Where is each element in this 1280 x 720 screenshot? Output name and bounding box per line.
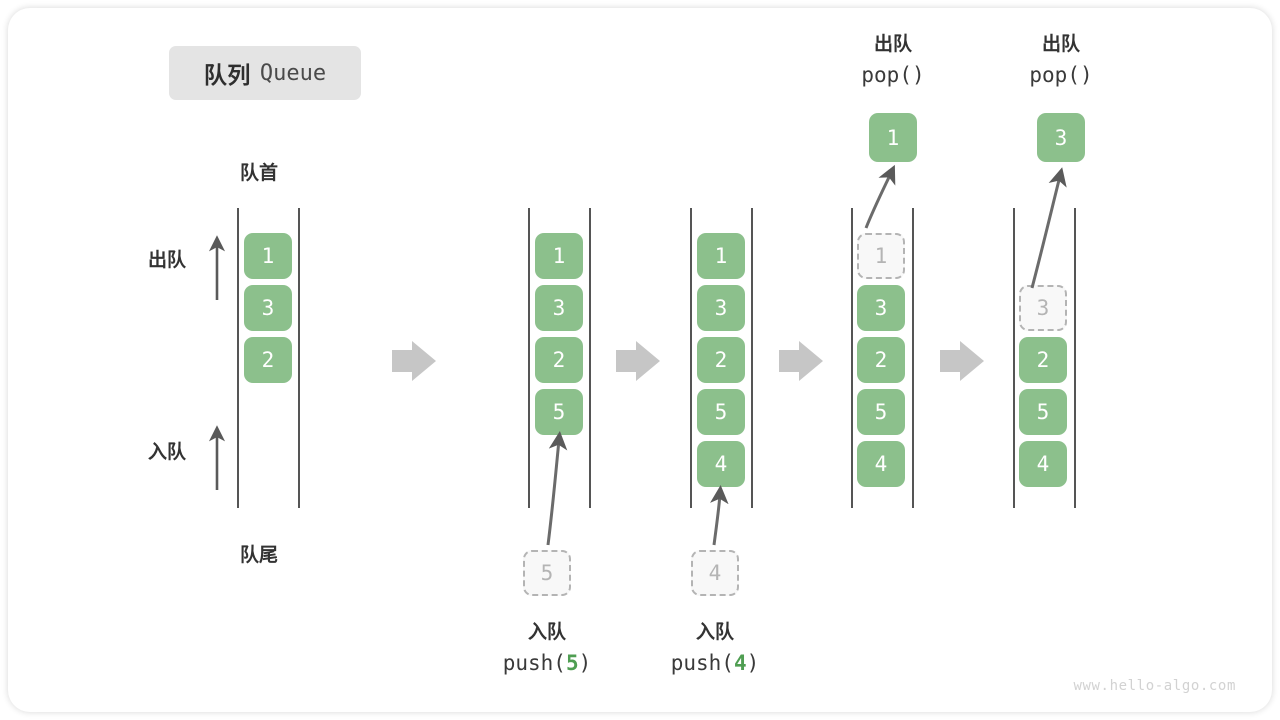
queue-box: 3 — [244, 285, 292, 331]
watermark: www.hello-algo.com — [1073, 678, 1236, 694]
ghost-box-pop: 1 — [857, 233, 905, 279]
rail-left-col4 — [851, 208, 853, 508]
pop-caption-code: pop() — [1029, 63, 1093, 87]
queue-box: 2 — [697, 337, 745, 383]
dequeue-side-label: 出队 — [148, 250, 187, 271]
queue-box: 5 — [535, 389, 583, 435]
popped-box: 1 — [869, 113, 917, 162]
queue-box: 5 — [1019, 389, 1067, 435]
queue-box: 3 — [857, 285, 905, 331]
queue-box: 3 — [697, 285, 745, 331]
queue-box: 1 — [244, 233, 292, 279]
rail-right-col3 — [751, 208, 753, 508]
ghost-box-push: 4 — [691, 550, 739, 596]
step-arrow-3 — [779, 341, 823, 381]
queue-box: 1 — [535, 233, 583, 279]
rail-right-col4 — [912, 208, 914, 508]
queue-box: 5 — [857, 389, 905, 435]
ghost-box-pop: 3 — [1019, 285, 1067, 331]
rail-right-col1 — [298, 208, 300, 508]
pop-caption-cn: 出队 — [1041, 34, 1080, 55]
queue-box: 1 — [697, 233, 745, 279]
queue-box: 2 — [1019, 337, 1067, 383]
step-arrow-1 — [392, 341, 436, 381]
rail-left-col3 — [690, 208, 692, 508]
push-caption-cn: 入队 — [695, 622, 734, 643]
rail-left-col2 — [528, 208, 530, 508]
queue-tail-label: 队尾 — [240, 545, 279, 566]
push-caption-4: 入队 push(4) — [620, 618, 810, 678]
step-arrow-2 — [616, 341, 660, 381]
push-motion-arrow-4 — [710, 485, 729, 546]
rail-left-col5 — [1013, 208, 1015, 508]
queue-box: 4 — [697, 441, 745, 487]
push-caption-cn: 入队 — [527, 622, 566, 643]
queue-box: 2 — [535, 337, 583, 383]
queue-box: 5 — [697, 389, 745, 435]
push-motion-arrow-5 — [546, 431, 568, 546]
popped-box: 3 — [1037, 113, 1085, 162]
pop-motion-arrow-3 — [1030, 167, 1067, 289]
title-badge: 队列 Queue — [169, 46, 361, 100]
rail-left-col1 — [237, 208, 239, 508]
push-caption-code: push(5) — [502, 651, 592, 675]
pop-caption-cn: 出队 — [873, 34, 912, 55]
ghost-box-push: 5 — [523, 550, 571, 596]
push-caption-5: 入队 push(5) — [452, 618, 642, 678]
push-caption-code: push(4) — [670, 651, 760, 675]
queue-head-label: 队首 — [240, 163, 279, 184]
pop-caption-1: 出队 pop() — [798, 30, 988, 90]
rail-right-col5 — [1074, 208, 1076, 508]
rail-right-col2 — [589, 208, 591, 508]
pop-caption-3: 出队 pop() — [966, 30, 1156, 90]
queue-box: 4 — [1019, 441, 1067, 487]
step-arrow-4 — [940, 341, 984, 381]
queue-box: 4 — [857, 441, 905, 487]
pop-motion-arrow-1 — [864, 164, 896, 229]
queue-box: 2 — [857, 337, 905, 383]
title-cn: 队列 — [203, 62, 251, 88]
title-en: Queue — [259, 60, 327, 86]
enqueue-side-label: 入队 — [148, 442, 187, 463]
queue-box: 2 — [244, 337, 292, 383]
pop-caption-code: pop() — [861, 63, 925, 87]
queue-box: 3 — [535, 285, 583, 331]
